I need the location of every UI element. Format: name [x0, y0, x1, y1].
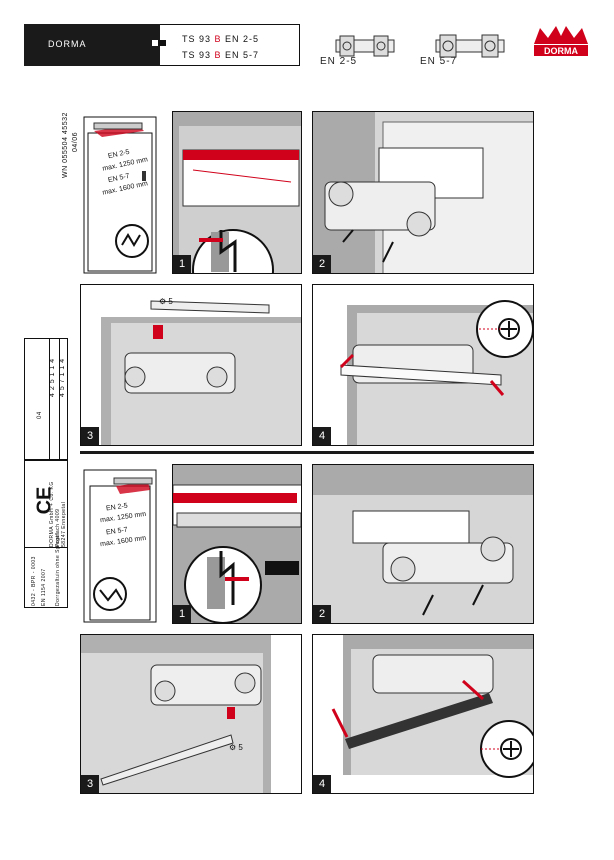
table-row-1: 4 2 5 1 1 4: [49, 358, 56, 397]
section-divider: [80, 451, 534, 454]
spec-box: 0432 - BPR - 0003 EN 1154 2007 Dorrgezal…: [24, 533, 68, 608]
step-panel-top-2: 2: [312, 111, 534, 274]
doc-date: 04/06: [72, 131, 79, 152]
closer-label-left: EN 2-5: [320, 56, 358, 67]
step-number: 3: [81, 427, 99, 445]
step-number: 4: [313, 427, 331, 445]
closer-large-icon: [435, 34, 505, 58]
step-panel-bottom-3: ⚙ 5 3: [80, 634, 302, 794]
table-row-2: 4 5 7 1 1 4: [59, 358, 66, 397]
table-header: 04: [37, 411, 43, 419]
cert-box: CE DORMA GmbH + Co. KG Postfach 4009 582…: [24, 460, 68, 548]
step-number: 1: [173, 605, 191, 623]
address-line-2: 58247 Ennepetal: [61, 501, 67, 547]
model-line-2: TS 93 B EN 5-7: [182, 50, 260, 60]
step-number: 4: [313, 775, 331, 793]
callout-bottom: ⚙ 5: [229, 743, 243, 752]
step-number: 3: [81, 775, 99, 793]
info-table: 04 4 2 5 1 1 4 4 5 7 1 1 4: [24, 338, 68, 460]
note: Dorrgezaltuin ohne Spiegel: [55, 532, 61, 606]
standard: EN 1154 2007: [41, 568, 47, 606]
step-panel-top-1: 1: [172, 111, 302, 274]
dorma-logo-icon: DORMA: [534, 26, 588, 56]
callout-top: ⚙ 5: [159, 297, 173, 306]
step-number: 1: [173, 255, 191, 273]
model-line-1: TS 93 B EN 2-5: [182, 34, 260, 44]
step-panel-top-3: ⚙ 5 3: [80, 284, 302, 446]
header-dark-block: [24, 24, 160, 66]
step-number: 2: [313, 255, 331, 273]
overview-top: EN 2-5 max. 1250 mm EN 5-7 max. 1600 mm: [80, 111, 162, 274]
step-number: 2: [313, 605, 331, 623]
model-box: [160, 24, 300, 66]
doc-number: WN 055504 45532: [62, 112, 69, 178]
marker-black: [158, 40, 166, 46]
step-panel-bottom-4: 4: [312, 634, 534, 794]
closer-label-right: EN 5-7: [420, 56, 458, 67]
svg-text:DORMA: DORMA: [544, 46, 578, 56]
step-panel-top-4: 4: [312, 284, 534, 446]
overview-bottom: EN 2-5 max. 1250 mm EN 5-7 max. 1600 mm: [80, 464, 162, 624]
brand-name: DORMA: [48, 39, 87, 49]
step-panel-bottom-2: 2: [312, 464, 534, 624]
spec-line: 0432 - BPR - 0003: [31, 556, 37, 606]
step-panel-bottom-1: 1: [172, 464, 302, 624]
closer-small-icon: [335, 35, 395, 57]
